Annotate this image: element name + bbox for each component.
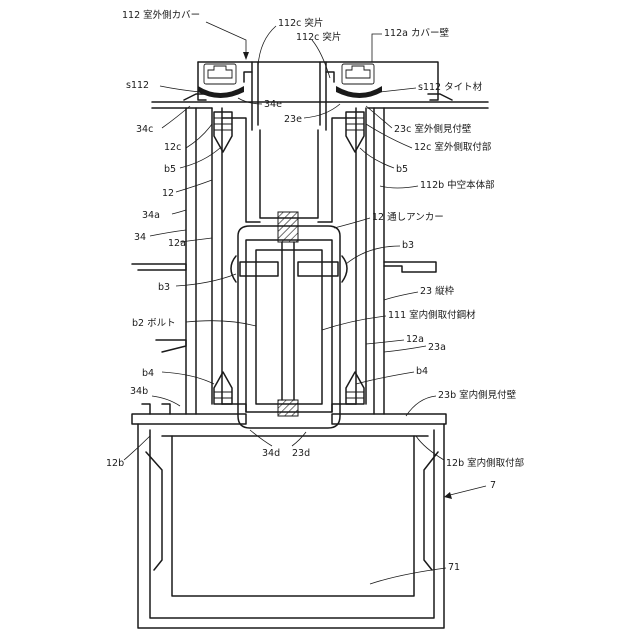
label-23: 23 縦枠 [420, 285, 455, 297]
screw-b5-left [214, 112, 232, 152]
leader-lines [124, 22, 486, 584]
label-23e: 23e [284, 114, 302, 125]
label-71: 71 [448, 562, 460, 573]
label-b2: b2 ボルト [132, 318, 176, 329]
label-112c-b: 112c 突片 [296, 31, 341, 43]
label-23b: 23b 室内側見付壁 [438, 389, 517, 401]
label-12b-right: 12b 室内側取付部 [446, 457, 524, 469]
label-111: 111 室内側取付鋼材 [388, 309, 476, 321]
label-s112-right: s112 タイト材 [418, 81, 483, 93]
label-b5-right: b5 [396, 164, 408, 175]
label-12c-left: 12c [164, 142, 181, 153]
label-12-left: 12 [162, 188, 174, 199]
label-12c-right: 12c 室外側取付部 [414, 141, 491, 153]
label-112c-a: 112c 突片 [278, 17, 323, 29]
label-b5-left: b5 [164, 164, 176, 175]
label-23a: 23a [428, 342, 446, 353]
label-112a: 112a カバー壁 [384, 27, 449, 39]
label-12-anchor: 12 通しアンカー [372, 212, 444, 223]
label-b4-left: b4 [142, 368, 154, 379]
screw-b4-left [214, 372, 232, 404]
label-12b-left: 12b [106, 458, 124, 469]
label-34d: 34d [262, 448, 280, 459]
label-34a: 34a [142, 210, 160, 221]
indoor-mounting-steel [238, 226, 340, 428]
label-112: 112 室外側カバー [122, 9, 200, 21]
label-12a-left: 12a [168, 238, 186, 249]
hollow-body-inner [260, 130, 318, 218]
label-23c: 23c 室外側見付壁 [394, 123, 472, 135]
label-112b: 112b 中空本体部 [420, 179, 495, 191]
label-34c: 34c [136, 124, 153, 135]
label-12a-right: 12a [406, 334, 424, 345]
label-7: 7 [490, 480, 496, 491]
label-b4-right: b4 [416, 366, 428, 377]
label-s112-left: s112 [126, 80, 149, 91]
screw-b4-right [346, 372, 364, 404]
reference-labels: 112 室外側カバー 112c 突片 112c 突片 112a カバー壁 s11… [106, 9, 524, 573]
screw-b5-right [346, 112, 364, 152]
top-left-fastener [198, 64, 244, 98]
label-23d: 23d [292, 448, 310, 459]
through-anchor [212, 108, 366, 412]
label-b3-left: b3 [158, 282, 170, 293]
label-34b: 34b [130, 386, 148, 397]
top-right-fastener [336, 64, 382, 98]
label-34e: 34e [264, 99, 282, 110]
label-34: 34 [134, 232, 146, 243]
bolt [278, 212, 298, 416]
label-b3-right: b3 [402, 240, 414, 251]
bottom-frame [138, 424, 444, 628]
